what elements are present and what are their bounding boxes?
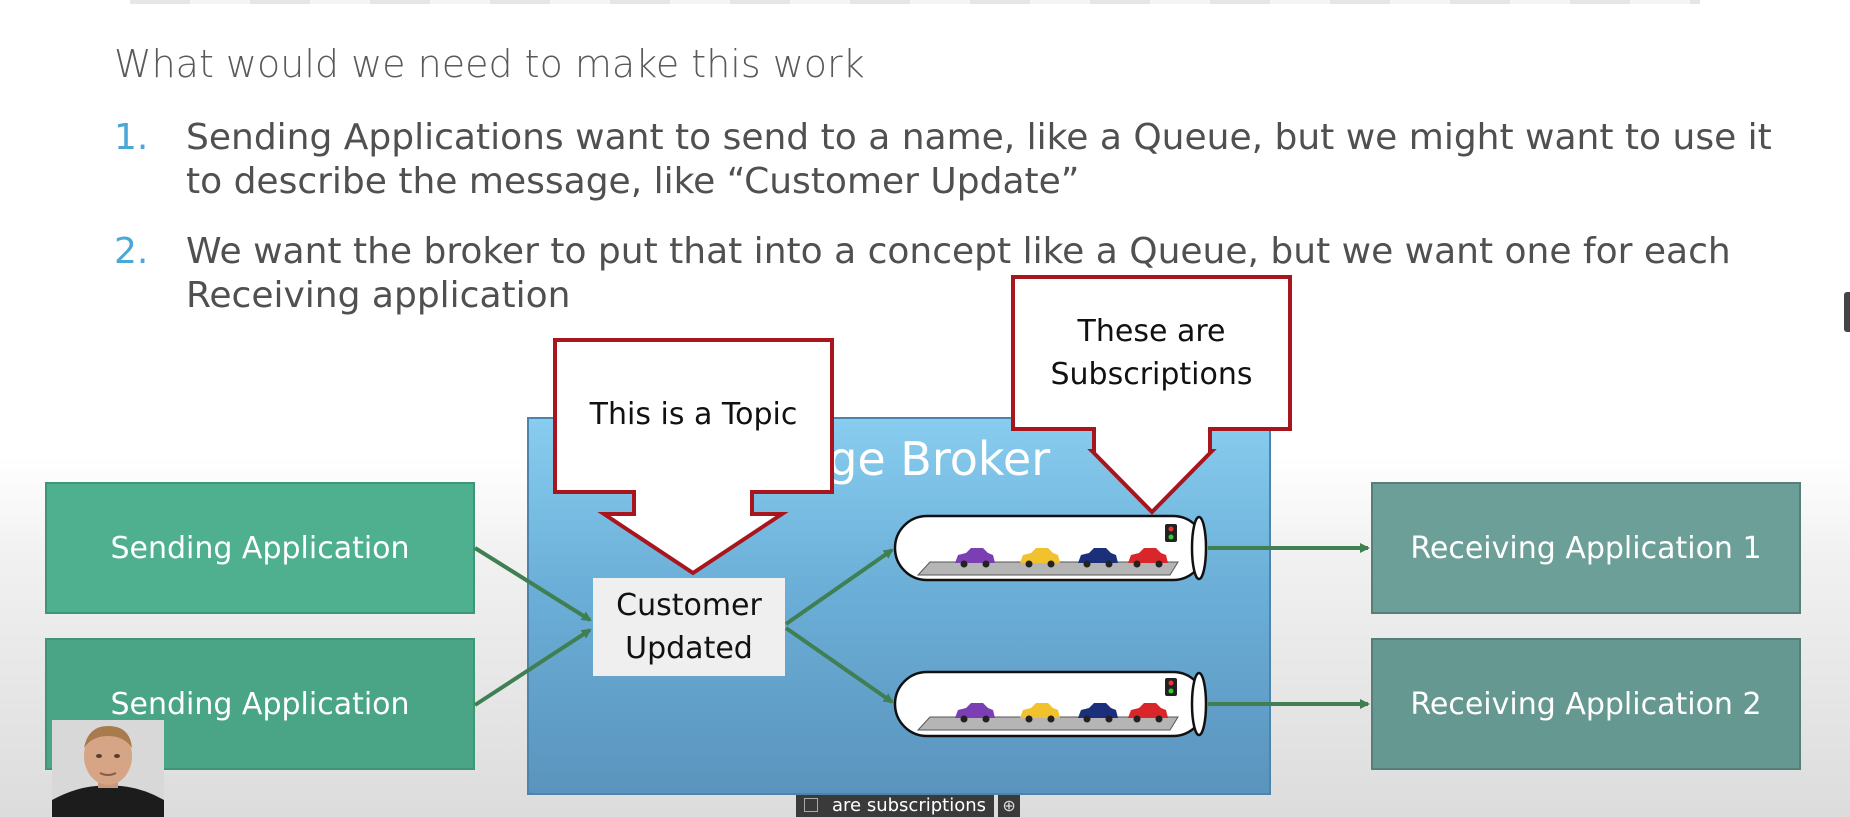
list-text: We want the broker to put that into a co…	[186, 231, 1731, 316]
subscriptions-callout-shape	[1011, 275, 1292, 515]
car-icon	[1078, 548, 1118, 568]
topic-callout-text: This is a Topic	[589, 397, 798, 432]
car-icon	[1078, 703, 1118, 723]
subscriptions-callout-line-2: Subscriptions	[1050, 357, 1253, 392]
subscriptions-callout-text: These are Subscriptions	[1013, 310, 1290, 396]
car-icon	[1020, 548, 1060, 568]
expand-icon[interactable]	[804, 798, 818, 812]
topic-label-line-1: Customer	[616, 588, 762, 623]
car-icon	[1128, 703, 1168, 723]
subscription-tube-1	[893, 514, 1208, 582]
list-number: 2.	[114, 231, 149, 272]
sending-application-1: Sending Application	[45, 482, 475, 614]
list-text: Sending Applications want to send to a n…	[186, 117, 1772, 202]
traffic-light-icon	[1165, 678, 1177, 696]
topic-box: Customer Updated	[593, 578, 785, 676]
arrow-topic-to-subscription-1	[784, 548, 894, 626]
receiving-application-2: Receiving Application 2	[1371, 638, 1801, 770]
subscriptions-callout-line-1: These are	[1077, 314, 1226, 349]
slide-heading: What would we need to make this work	[114, 42, 865, 86]
subscription-tube-2	[893, 670, 1208, 738]
broker-title: age Broker	[800, 432, 1051, 486]
arrow-sender-2-to-topic	[473, 628, 592, 707]
presenter-avatar	[52, 720, 164, 817]
top-strip	[130, 0, 1700, 4]
topic-label-line-2: Updated	[625, 631, 753, 666]
car-icon	[955, 548, 995, 568]
list-number: 1.	[114, 117, 149, 158]
car-icon	[1020, 703, 1060, 723]
car-icon	[1128, 548, 1168, 568]
caption-bar: are subscriptions ⊕	[796, 795, 1021, 817]
arrow-topic-to-subscription-2	[784, 626, 894, 704]
side-tab[interactable]	[1844, 292, 1850, 332]
add-icon[interactable]: ⊕	[998, 795, 1021, 817]
arrow-sender-1-to-topic	[473, 546, 592, 622]
topic-callout-shape	[553, 338, 834, 576]
traffic-light-icon	[1165, 524, 1177, 542]
car-icon	[955, 703, 995, 723]
receiving-application-1: Receiving Application 1	[1371, 482, 1801, 614]
caption-text: are subscriptions	[832, 795, 987, 816]
